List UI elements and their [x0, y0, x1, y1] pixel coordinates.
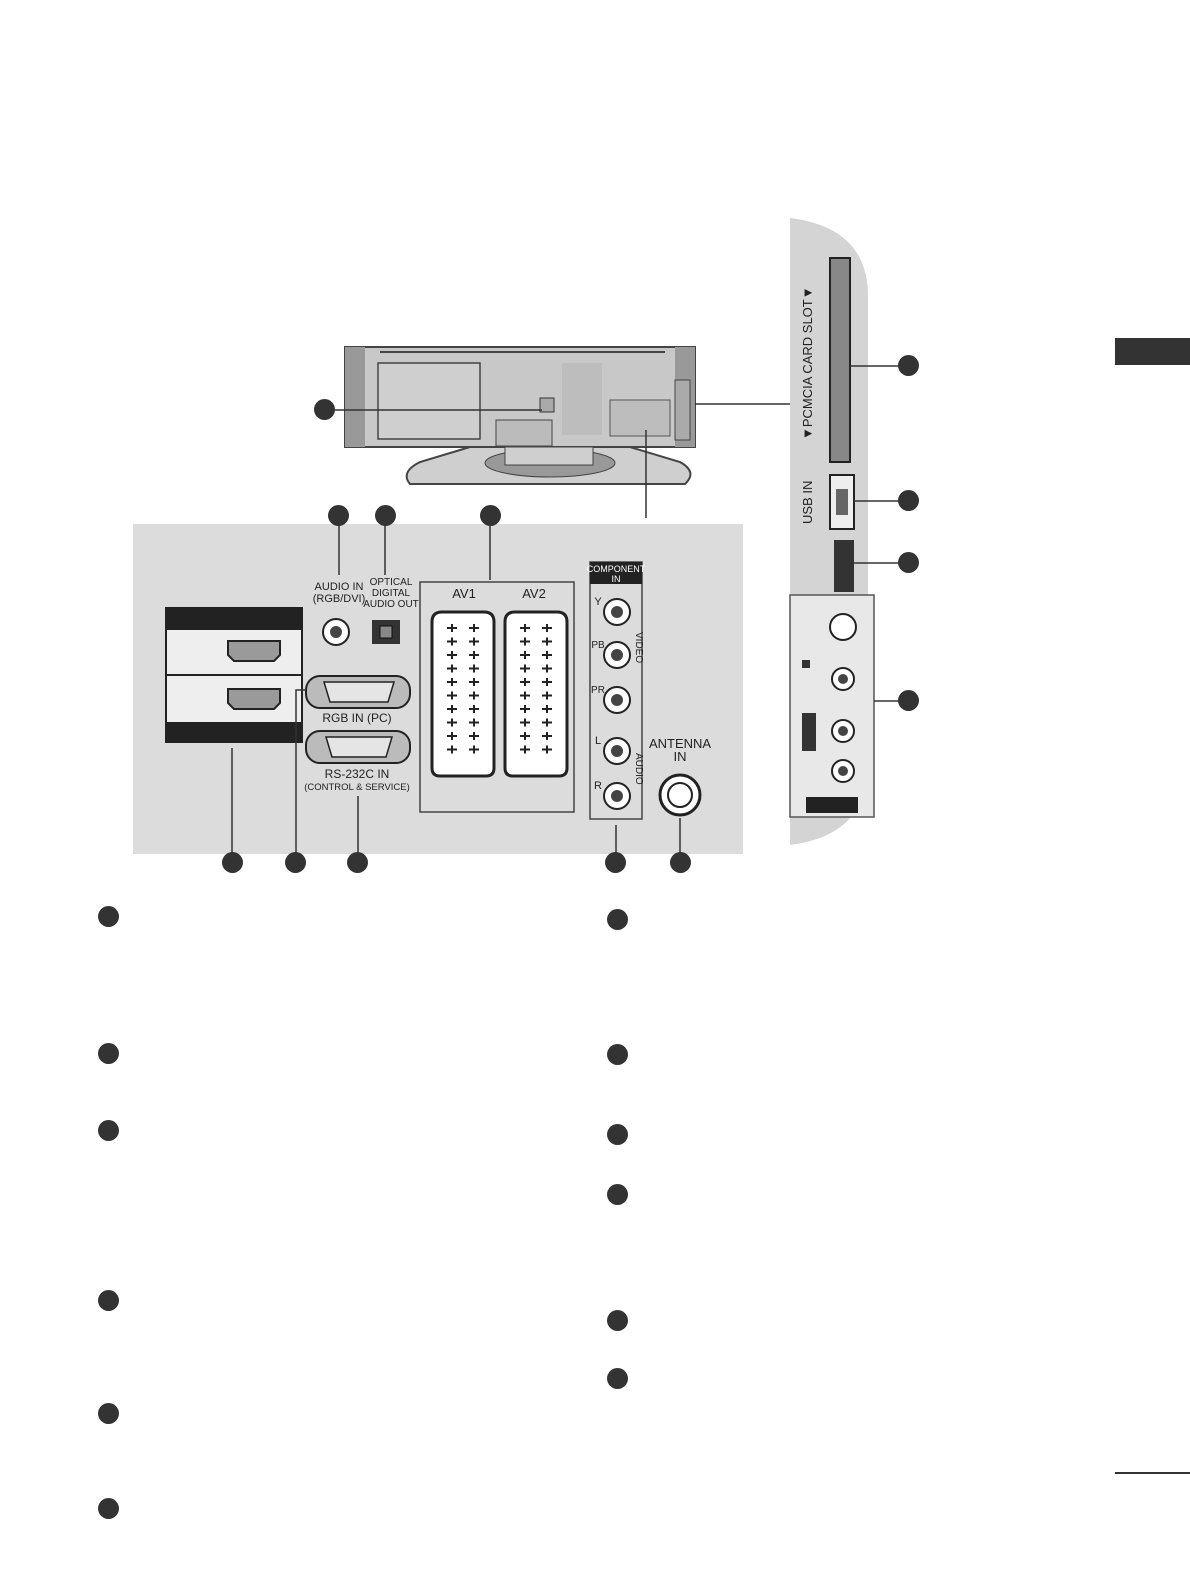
audio-in-sublabel: (RGB/DVI) [313, 593, 366, 605]
description-bullet [98, 1120, 119, 1141]
antenna-in-port [658, 773, 702, 817]
av1-label: AV1 [452, 586, 476, 601]
y-label: Y [594, 596, 602, 608]
side-panel [789, 218, 875, 845]
component-label-2: IN [612, 574, 621, 584]
callout-marker [898, 490, 919, 511]
av2-label: AV2 [522, 586, 546, 601]
optical-label-2: DIGITAL [372, 588, 411, 599]
pb-label: PB [591, 640, 605, 651]
description-bullet [607, 1124, 628, 1145]
rs232c-label: RS-232C IN [325, 767, 390, 781]
description-bullet [607, 909, 628, 930]
callout-marker [898, 552, 919, 573]
r-label: R [594, 780, 602, 792]
description-bullet [98, 1403, 119, 1424]
callout-marker [670, 852, 691, 873]
callout-marker [898, 690, 919, 711]
chapter-tab [1115, 338, 1190, 365]
video-label: VIDEO [633, 632, 644, 663]
page-number-rule [1115, 1472, 1190, 1474]
rgb-in-port [305, 675, 411, 709]
hdmi-block [165, 607, 303, 743]
description-bullet [98, 1043, 119, 1064]
antenna-label-1: ANTENNA [649, 736, 711, 751]
pcmcia-label: ▼PCMCIA CARD SLOT▼ [800, 286, 815, 440]
description-bullet [98, 1498, 119, 1519]
usb-in-label: USB IN [800, 481, 815, 524]
rs232c-sublabel: (CONTROL & SERVICE) [304, 782, 410, 793]
callout-marker [285, 852, 306, 873]
tv-rear-view [344, 346, 696, 485]
callout-marker [347, 852, 368, 873]
audio-label: AUDIO [633, 753, 644, 785]
audio-in-label: AUDIO IN [315, 581, 364, 593]
description-bullet [607, 1184, 628, 1205]
optical-label-3: AUDIO OUT [363, 599, 419, 610]
callout-marker [328, 505, 349, 526]
callout-marker [222, 852, 243, 873]
optical-label-1: OPTICAL [370, 577, 413, 588]
callout-marker [480, 505, 501, 526]
pr-label: PR [591, 685, 605, 696]
description-bullet [607, 1368, 628, 1389]
callout-marker [375, 505, 396, 526]
callout-marker [314, 399, 335, 420]
antenna-label-2: IN [674, 749, 687, 764]
component-in-box [589, 561, 643, 820]
scart-box [419, 581, 575, 813]
l-label: L [595, 735, 601, 747]
rgb-in-label: RGB IN (PC) [322, 711, 391, 725]
description-bullet [607, 1310, 628, 1331]
description-bullet [607, 1044, 628, 1065]
description-bullet [98, 906, 119, 927]
description-bullet [98, 1290, 119, 1311]
component-label-1: COMPONENT [587, 564, 646, 574]
rs232c-port [305, 730, 411, 764]
optical-out-port [372, 620, 400, 644]
callout-marker [605, 852, 626, 873]
audio-in-jack [322, 618, 350, 646]
callout-marker [898, 355, 919, 376]
